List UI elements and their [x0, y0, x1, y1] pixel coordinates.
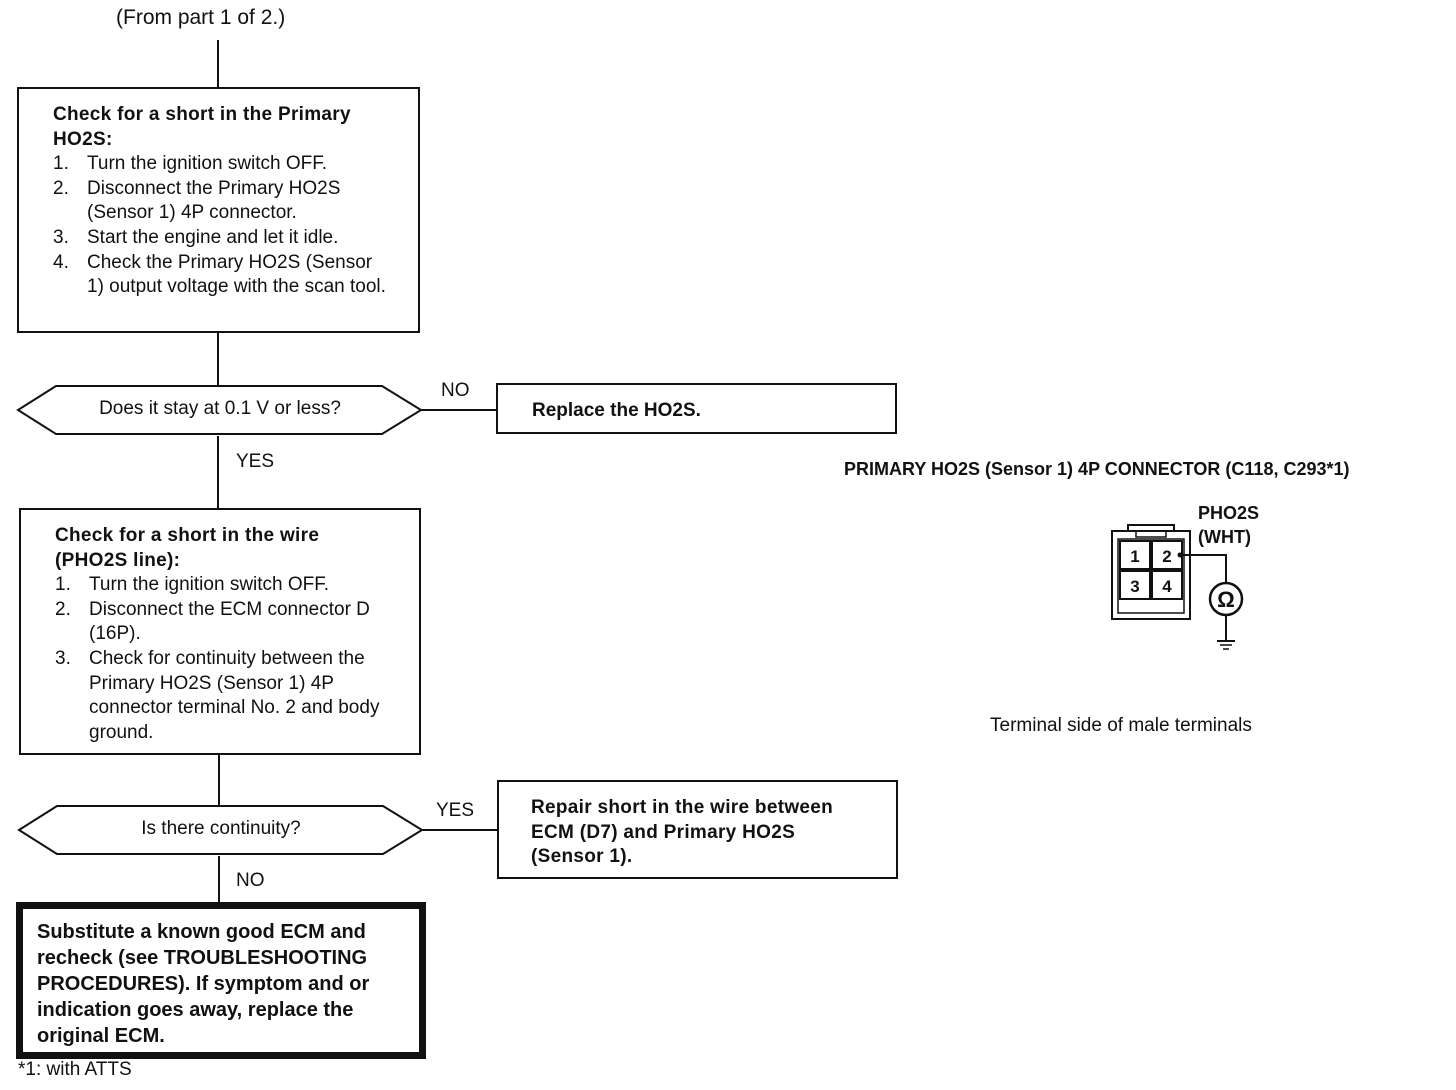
terminal-label-1: 1: [1130, 547, 1139, 566]
check-wire-short-box: Check for a short in the wire (PHO2S lin…: [19, 508, 421, 755]
decision2-yes-label: YES: [436, 800, 475, 821]
step-text: Disconnect the Primary HO2S (Sensor 1) 4…: [87, 177, 341, 224]
step-number: 2.: [55, 598, 71, 620]
connector-wire-name: PHO2S: [1198, 503, 1260, 523]
probe-wire: [1180, 554, 1227, 583]
substitute-ecm-text: Substitute a known good ECM and recheck …: [37, 921, 370, 1047]
step-text: Start the engine and let it idle.: [87, 226, 339, 248]
replace-ho2s-box: Replace the HO2S.: [496, 383, 897, 434]
step-item: 3. Check for continuity between the Prima…: [55, 647, 389, 745]
connector-housing: [1111, 530, 1191, 620]
step-item: 1. Turn the ignition switch OFF.: [55, 573, 389, 598]
flow-line-2: [218, 755, 220, 805]
decision2-no-line: [218, 856, 220, 904]
step-text: Check the Primary HO2S (Sensor 1) output…: [87, 251, 386, 298]
flow-line-top: [217, 40, 219, 88]
step-number: 3.: [55, 647, 71, 669]
decision1-no-line: [421, 409, 498, 411]
decision2-question: Is there continuity?: [141, 818, 301, 839]
repair-short-box: Repair short in the wire between ECM (D7…: [497, 780, 898, 879]
step-number: 2.: [53, 177, 69, 199]
terminal-cell-4: [1151, 570, 1183, 600]
footnote: *1: with ATTS: [18, 1059, 132, 1080]
decision2-no-label: NO: [236, 870, 265, 891]
step-text: Disconnect the ECM connector D (16P).: [89, 598, 370, 645]
connector-title: PRIMARY HO2S (Sensor 1) 4P CONNECTOR (C1…: [844, 459, 1350, 479]
substitute-ecm-box: Substitute a known good ECM and recheck …: [16, 902, 426, 1059]
terminal-label-2: 2: [1162, 547, 1171, 566]
ground-icon: [1217, 640, 1235, 650]
step-text: Turn the ignition switch OFF.: [87, 153, 328, 175]
box1-steps: 1. Turn the ignition switch OFF. 2. Disconn…: [53, 152, 390, 300]
step-number: 1.: [53, 153, 69, 175]
box1-title: Check for a short in the Primary HO2S:: [53, 104, 351, 150]
step-item: 2. Disconnect the ECM connector D (16P).: [55, 598, 389, 647]
step-item: 4. Check the Primary HO2S (Sensor 1) outp…: [53, 251, 390, 300]
terminal-cell-3: [1119, 570, 1151, 600]
connector-wire-color: (WHT): [1198, 527, 1251, 547]
terminal-label-4: 4: [1162, 577, 1172, 596]
ohm-symbol: Ω: [1217, 587, 1235, 612]
step-number: 3.: [53, 226, 69, 248]
decision1-yes-line: [217, 436, 219, 509]
connector-caption: Terminal side of male terminals: [990, 715, 1252, 736]
step-text: Turn the ignition switch OFF.: [89, 574, 330, 596]
step-item: 1. Turn the ignition switch OFF.: [53, 152, 390, 177]
repair-short-text: Repair short in the wire between ECM (D7…: [531, 797, 834, 868]
decision1-no-label: NO: [441, 380, 470, 401]
connector-drawing: 1 2 3 4 Ω: [1111, 524, 1244, 650]
step-number: 1.: [55, 574, 71, 596]
connector-latch: [1127, 524, 1175, 531]
decision2-yes-line: [422, 829, 498, 831]
step-text: Check for continuity between the Primary…: [89, 647, 380, 743]
step-item: 3. Start the engine and let it idle.: [53, 226, 390, 251]
flow-line-1: [217, 333, 219, 385]
decision1-yes-label: YES: [236, 451, 275, 472]
terminal-cell-1: [1119, 540, 1151, 570]
decision1-question: Does it stay at 0.1 V or less?: [99, 398, 341, 419]
check-primary-ho2s-box: Check for a short in the Primary HO2S: 1…: [17, 87, 420, 333]
box2-steps: 1. Turn the ignition switch OFF. 2. Disconn…: [55, 573, 389, 745]
terminal-label-3: 3: [1130, 577, 1139, 596]
step-item: 2. Disconnect the Primary HO2S (Sensor 1)…: [53, 177, 390, 226]
replace-ho2s-text: Replace the HO2S.: [532, 400, 701, 421]
box2-title: Check for a short in the wire (PHO2S lin…: [55, 525, 320, 571]
from-part-label: (From part 1 of 2.): [116, 6, 286, 29]
step-number: 4.: [53, 251, 69, 273]
